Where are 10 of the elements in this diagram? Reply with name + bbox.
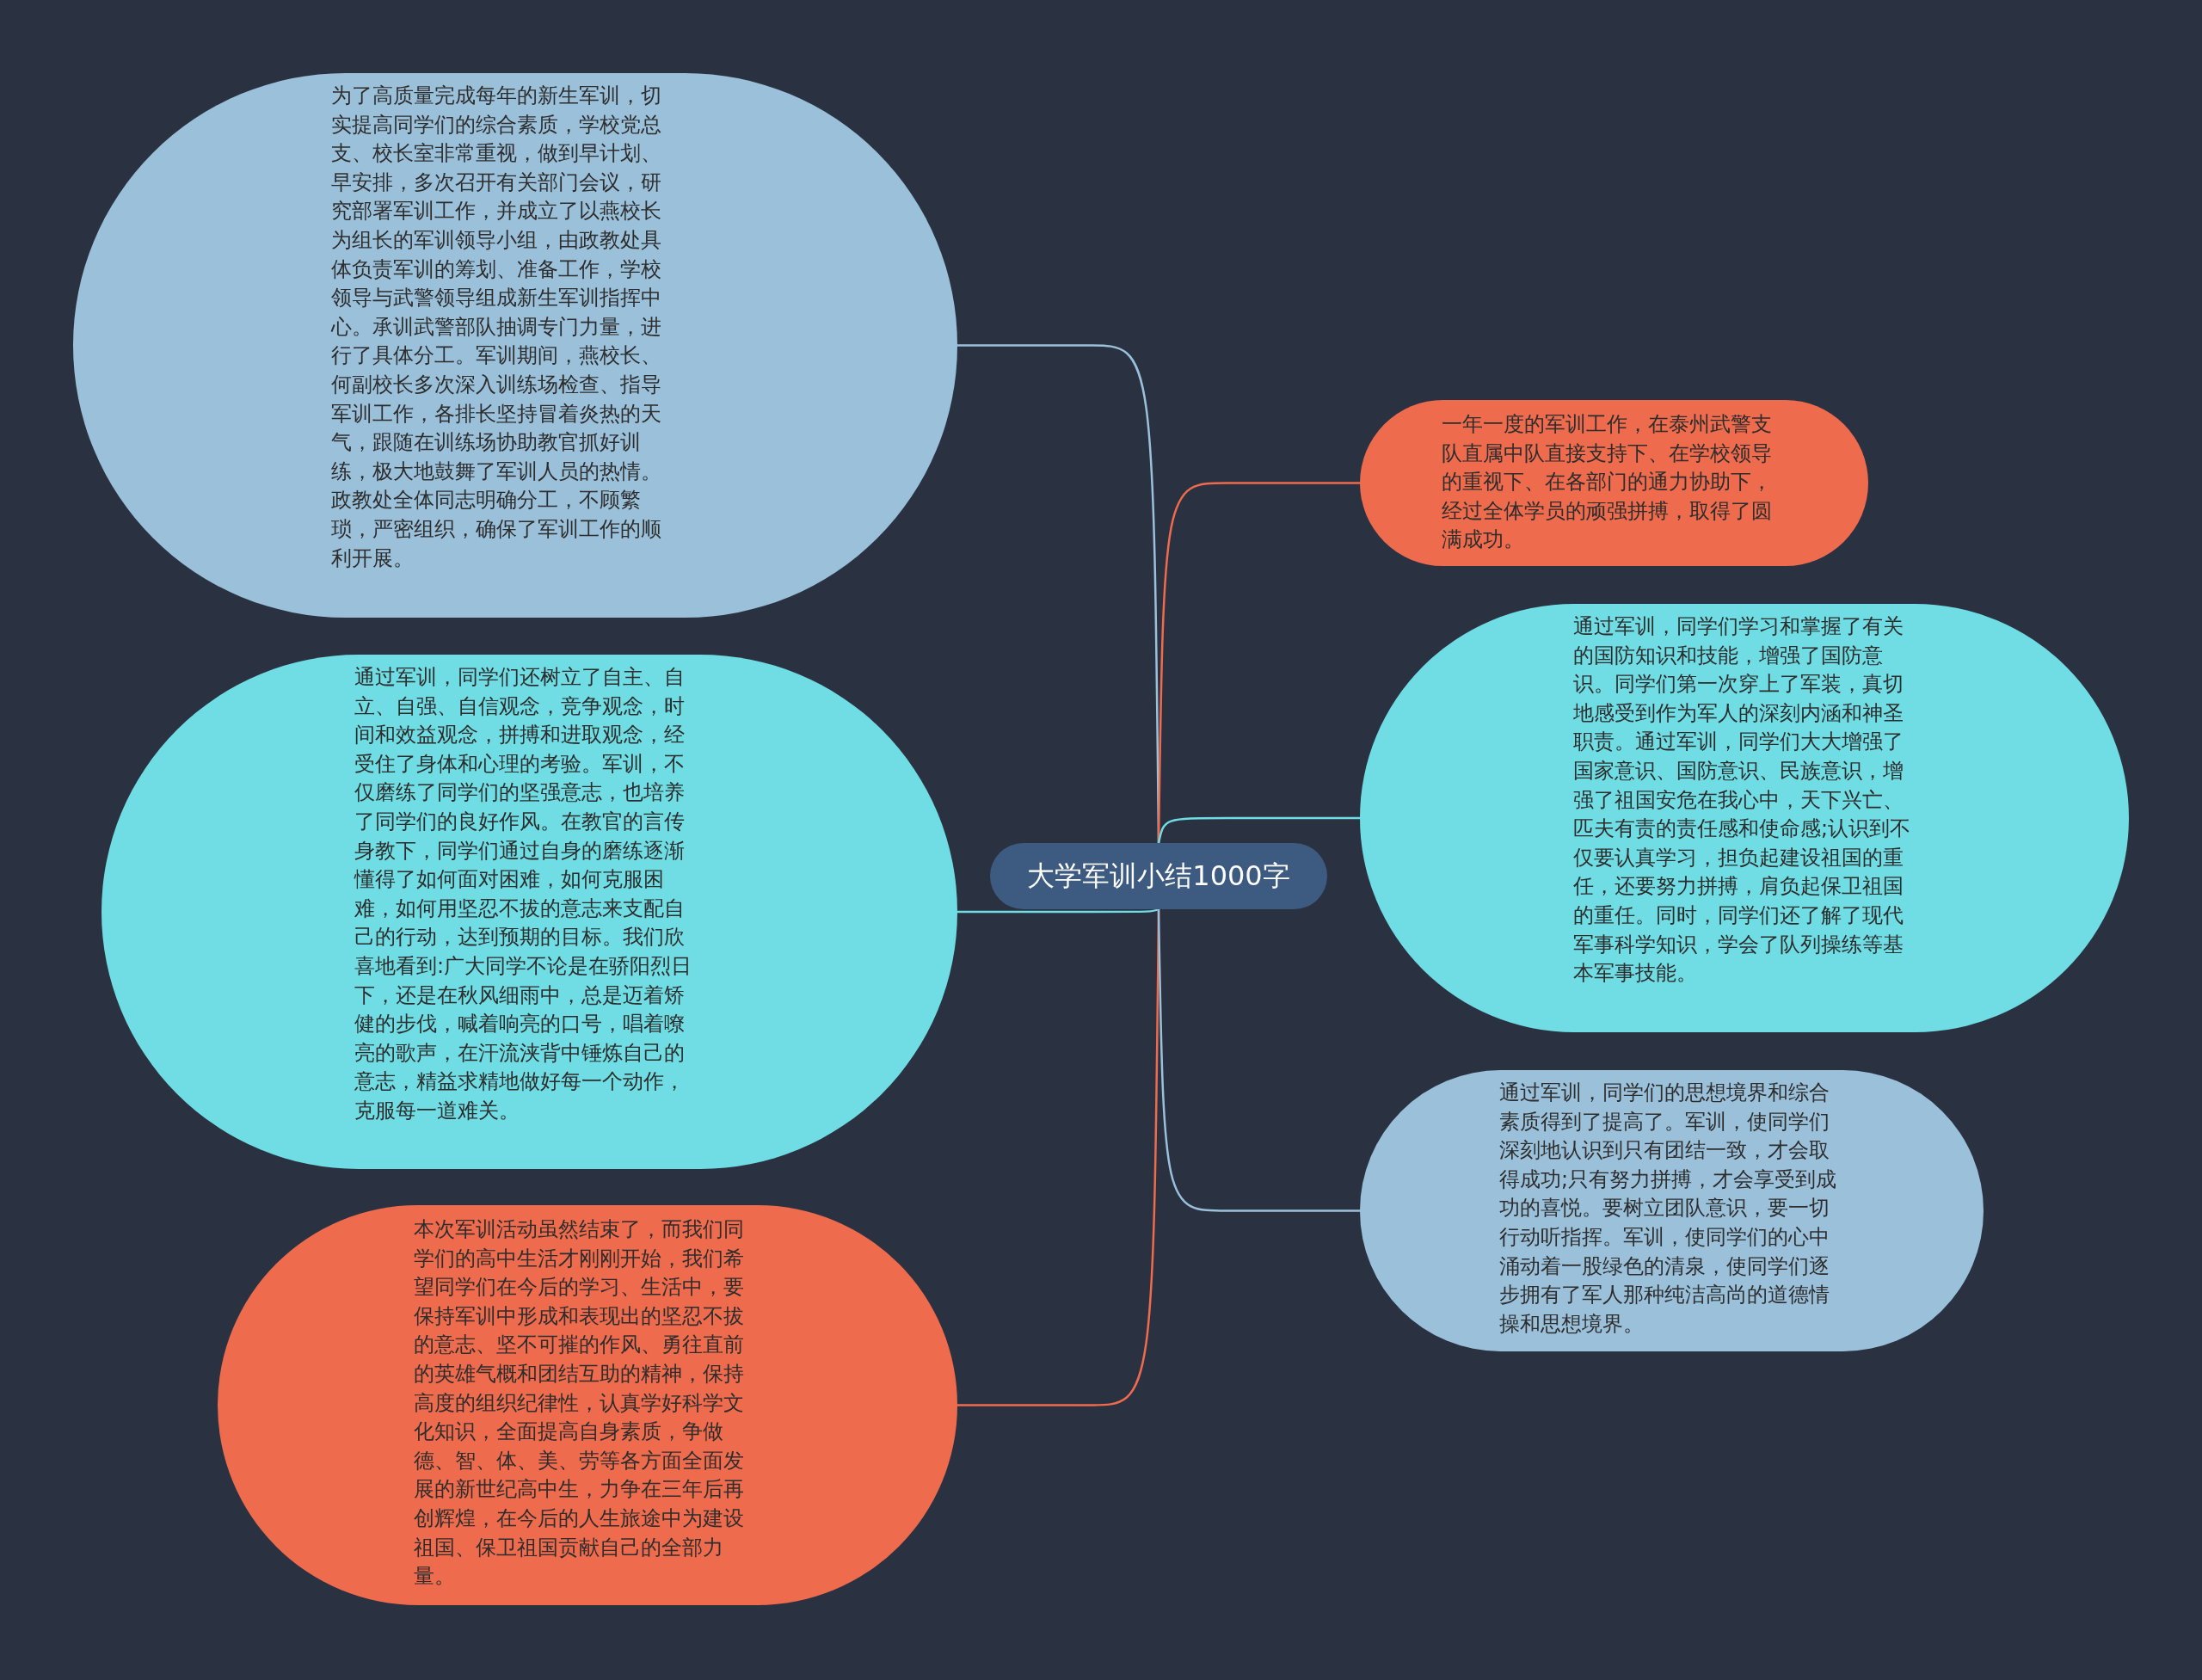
- connector-line: [957, 908, 1159, 914]
- connector-line: [1157, 816, 1360, 844]
- topic-paragraph: 通过军训，同学们还树立了自主、自立、自强、自信观念，竞争观念，时间和效益观念，拼搏和进取观念，经受住了身体和心理的考验。军训，不仅磨练了同学们的坚强意志，也培养了同学们的良好作风。在教官的言传身教下，同学们通过自身的磨练逐渐懂得了如何面对困难，如何克服困难，如何用坚忍不拔的意志来支配自己的行动，达到预期的目标。我们欣喜地看到:广大同学不论是在骄阳烈日下，还是在秋风细雨中，总是迈着矫健的步伐，喊着响亮的口号，唱着嘹亮的歌声，在汗流浃背中锤炼自己的意志，精益求精地做好每一个动作，克服每一道难关。: [354, 664, 693, 1124]
- topic-paragraph: 本次军训活动虽然结束了，而我们同学们的高中生活才刚刚开始，我们希望同学们在今后的学习、生活中，要保持军训中形成和表现出的坚忍不拔的意志、坚不可摧的作风、勇往直前的英雄气概和团结互助的精神，保持高度的组织纪律性，认真学好科学文化知识，全面提高自身素质，争做德、智、体、美、劳等各方面全面发展的新世纪高中生，力争在三年后再创辉煌，在今后的人生旅途中为建设祖国、保卫祖国贡献自己的全部力量。: [414, 1216, 745, 1591]
- connector-line: [1157, 908, 1360, 1212]
- topic-paragraph: 通过军训，同学们的思想境界和综合素质得到了提高了。军训，使同学们深刻地认识到只有团结一致，才会取得成功;只有努力拼搏，才会享受到成功的喜悦。要树立团队意识，要一切行动听指挥。军训，使同学们的心中涌动着一股绿色的清泉，使同学们逐步拥有了军人那种纯洁高尚的道德情操和思想境界。: [1499, 1080, 1838, 1338]
- topic-paragraph: 通过军训，同学们学习和掌握了有关的国防知识和技能，增强了国防意识。同学们第一次穿上了军装，真切地感受到作为军人的深刻内涵和神圣职责。通过军训，同学们大大增强了国家意识、国防意识、民族意识，增强了祖国安危在我心中，天下兴亡、匹夫有责的责任感和使命感;认识到不仅要认真学习，担负起建设祖国的重任，还要努力拼搏，肩负起保卫祖国的重任。同时，同学们还了解了现代军事科学知识，学会了队列操练等基本军事技能。: [1573, 613, 1912, 988]
- central-topic-title: 大学军训小结1000字: [1026, 858, 1291, 894]
- topic-paragraph: 为了高质量完成每年的新生军训，切实提高同学们的综合素质，学校党总支、校长室非常重视，做到早计划、早安排，多次召开有关部门会议，研究部署军训工作，并成立了以燕校长为组长的军训领导小组，由政教处具体负责军训的筹划、准备工作，学校领导与武警领导组成新生军训指挥中心。承训武警部队抽调专门力量，进行了具体分工。军训期间，燕校长、何副校长多次深入训练场检查、指导军训工作，各排长坚持冒着炎热的天气，跟随在训练场协助教官抓好训练，极大地鼓舞了军训人员的热情。政教处全体同志明确分工，不顾繁琐，严密组织，确保了军训工作的顺利开展。: [331, 83, 662, 572]
- topic-paragraph: 一年一度的军训工作，在泰州武警支队直属中队直接支持下、在学校领导的重视下、在各部门的通力协助下，经过全体学员的顽强拼搏，取得了圆满成功。: [1442, 411, 1773, 554]
